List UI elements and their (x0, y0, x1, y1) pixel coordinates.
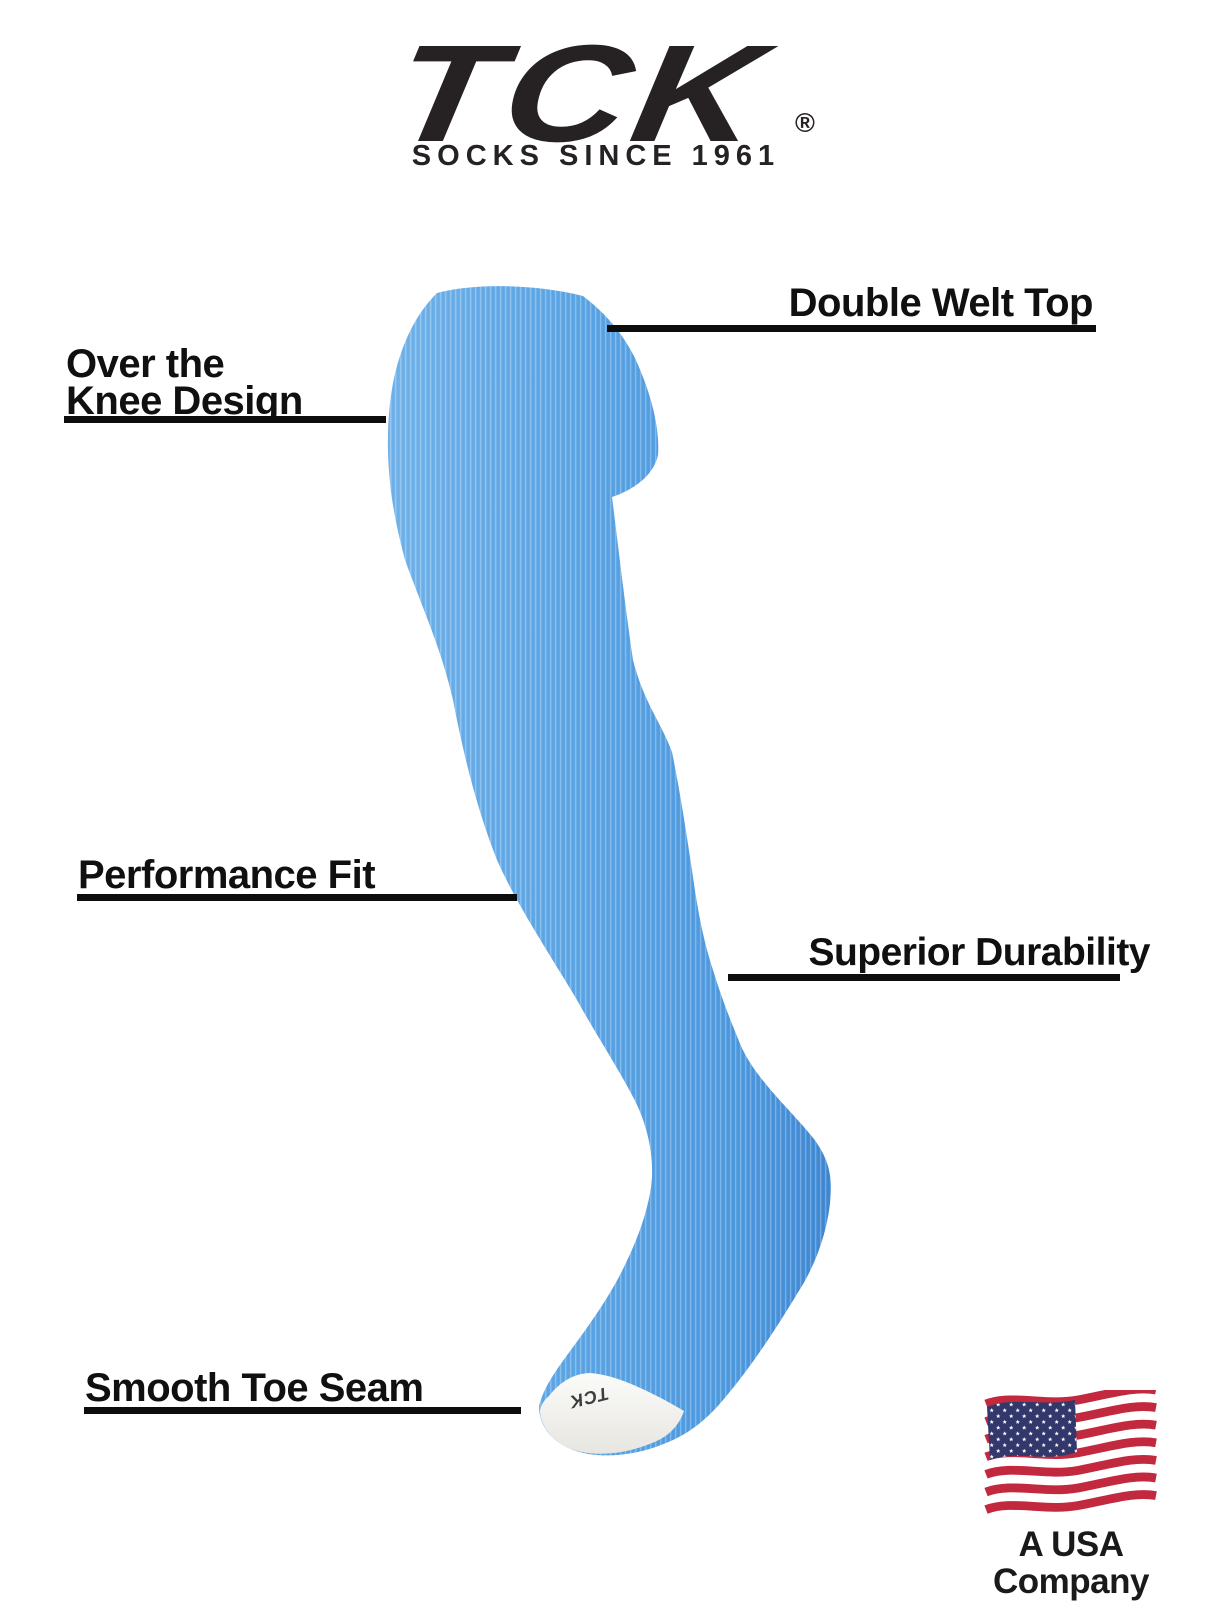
usa-company-caption: A USA Company (962, 1526, 1180, 1600)
callout-performance-fit: Performance Fit (78, 853, 376, 897)
sock-knit-texture (387, 286, 831, 1456)
callout-superior-durability: Superior Durability (808, 931, 1150, 974)
callout-line-over-knee-design (64, 416, 386, 423)
flag-stars (987, 1400, 1077, 1460)
callout-line-superior-durability (728, 974, 1120, 981)
usa-flag-icon (982, 1390, 1160, 1520)
callout-over-knee-design: Over the Knee Design (66, 342, 303, 423)
callout-smooth-toe-seam: Smooth Toe Seam (85, 1366, 424, 1410)
callout-line-double-welt-top (607, 325, 1096, 332)
usa-caption-line1: A USA (1018, 1525, 1124, 1564)
callout-line-smooth-toe-seam (84, 1407, 521, 1414)
registered-trademark-icon: ® (795, 108, 815, 138)
usa-caption-line2: Company (993, 1562, 1149, 1601)
callout-over-knee-line1: Over the (66, 342, 225, 386)
callout-over-knee-line2: Knee Design (66, 379, 303, 423)
callout-double-welt-top: Double Welt Top (788, 281, 1094, 325)
sock-toe-cap (540, 1373, 684, 1454)
callout-line-performance-fit (77, 894, 517, 901)
brand-tagline: SOCKS SINCE 1961 (411, 140, 781, 172)
